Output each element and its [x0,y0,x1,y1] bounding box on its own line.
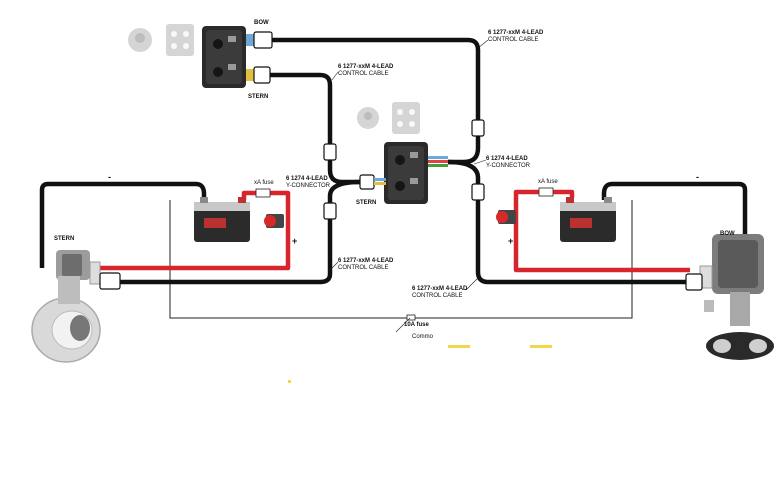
fuse-left [255,188,271,198]
top-connector-stern [246,66,271,84]
control-cable-top-left [268,72,360,185]
main-switch-right[interactable] [496,210,516,224]
label-stern-top: STERN [248,94,269,100]
positive-wire-left [96,190,291,271]
label-cable-bottom-right-2: CONTROL CABLE [412,293,463,299]
common-wire [169,200,633,319]
label-commo: Commo [412,334,434,340]
label-cable-bottom-right-1: 6 1277-xxM 4-LEAD [412,286,468,292]
top-joystick-thumbnail [128,28,152,52]
bow-thruster-connector [685,265,713,291]
center-control-panel[interactable] [384,142,428,204]
stern-thruster-connector [89,261,121,290]
label-cable-top-left-1: 6 1277-xxM 4-LEAD [338,64,394,70]
positive-wire-right [513,189,690,273]
label-fuse-right: xA fuse [538,179,558,185]
label-yconn-right-1: 6 1274 4-LEAD [486,156,528,162]
fuse-right [538,187,554,197]
label-stern-left: STERN [54,236,75,242]
battery-right [560,197,616,242]
label-cable-bottom-left-1: 6 1277-xxM 4-LEAD [338,258,394,264]
center-joystick-thumbnail [357,107,379,129]
label-cable-top-right-2: CONTROL CABLE [488,37,539,43]
control-cable-top-right [272,37,481,165]
stern-thruster [31,250,101,363]
label-yconn-left-1: 6 1274 4-LEAD [286,176,328,182]
label-cable-bottom-left-2: CONTROL CABLE [338,265,389,271]
negative-wire-right [601,181,748,270]
label-minus-right: - [696,172,699,182]
control-cable-bottom-right [447,159,700,285]
label-stern-center: STERN [356,200,377,206]
center-y-connector-wires [374,156,448,185]
center-panel-thumbnail [392,102,420,134]
fuse-10a [406,314,416,321]
label-plus-left: + [292,236,298,246]
bow-thruster [704,234,774,360]
label-plus-right: + [508,236,514,246]
top-panel-thumbnail [166,24,194,56]
leader-lines [329,39,489,333]
label-cable-top-right-1: 6 1277-xxM 4-LEAD [488,30,544,36]
top-connector-bow [246,31,273,49]
cable-sleeves [323,119,485,220]
label-minus-left: - [108,172,111,182]
negative-wire-left [39,181,207,268]
label-yconn-right-2: Y-CONNECTOR [486,163,531,169]
label-cable-top-left-2: CONTROL CABLE [338,71,389,77]
battery-left [194,197,250,242]
label-fuse-left: xA fuse [254,180,274,186]
label-fuse-10a: 10A fuse [404,322,429,328]
label-bow-right: BOW [720,231,735,237]
main-switch-left[interactable] [264,214,284,228]
top-control-panel[interactable] [202,26,246,88]
control-cable-bottom-left [120,179,361,285]
decorative-dashes [288,345,552,383]
label-bow-top: BOW [254,20,269,26]
label-yconn-left-2: Y-CONNECTOR [286,183,331,189]
